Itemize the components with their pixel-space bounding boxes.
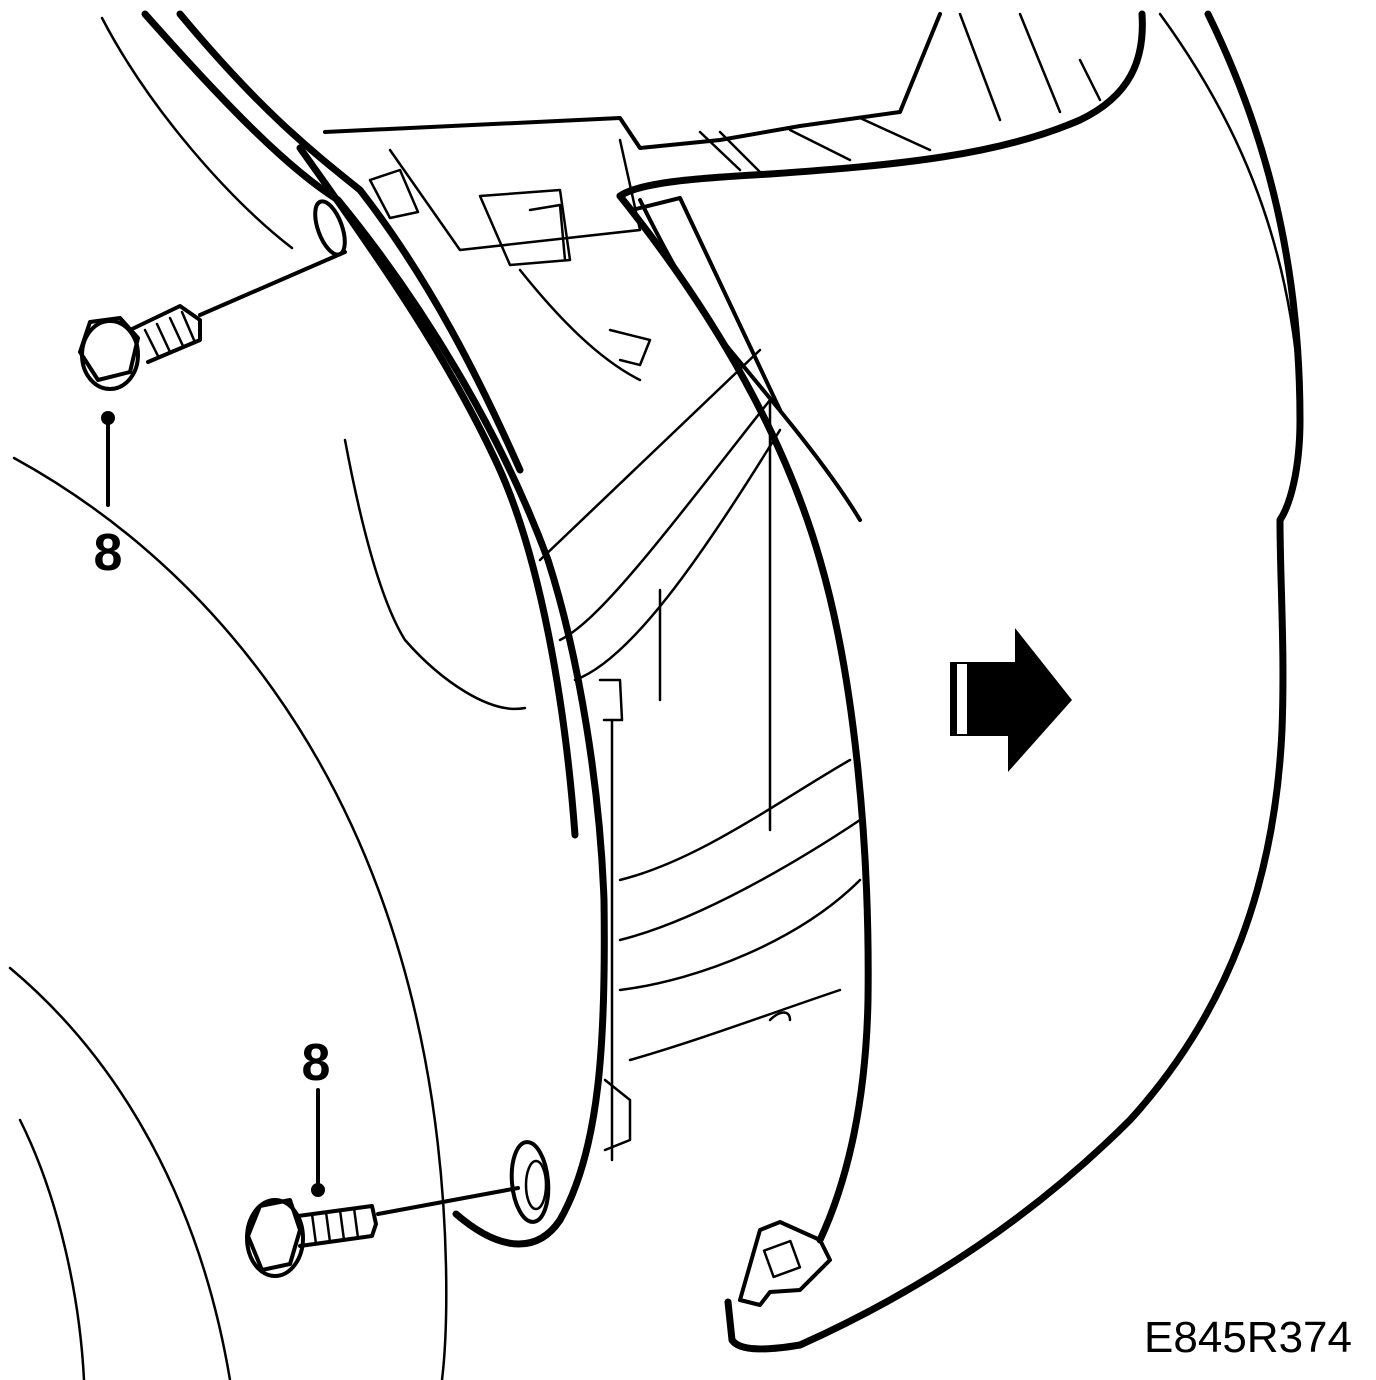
upper-callout-leader	[101, 411, 115, 507]
lower-bolt-icon	[245, 1186, 520, 1278]
lower-bolt-callout: 8	[302, 1034, 331, 1092]
drawing-code: E845R374	[1144, 1313, 1352, 1362]
upper-bolt-icon	[78, 250, 347, 391]
upper-bracket	[323, 12, 1102, 382]
retaining-clip	[738, 1220, 832, 1307]
bumper-cover	[616, 10, 1304, 1353]
arrow-right-icon	[950, 628, 1072, 772]
wheel-outline	[8, 16, 448, 1380]
lower-callout-leader	[311, 1088, 325, 1197]
upper-bolt-callout: 8	[94, 524, 123, 582]
liner-bolt-hole	[509, 1140, 551, 1224]
inner-structure	[538, 348, 862, 1162]
wheel-arch-liner	[141, 10, 608, 1248]
